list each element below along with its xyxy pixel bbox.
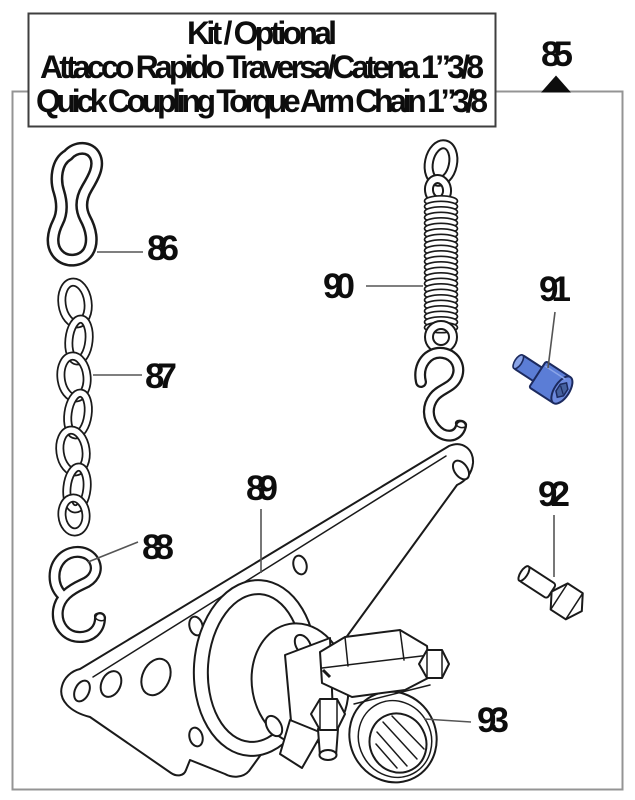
kit-marker-triangle-icon	[541, 75, 571, 93]
callout-87: 87	[145, 357, 177, 396]
part-91-socket-screw-highlighted	[512, 353, 574, 405]
callout-93: 93	[477, 701, 509, 740]
title-line-3: Quick Coupling Torque Arm Chain 1”3/8	[36, 83, 488, 119]
callout-86: 86	[147, 229, 179, 268]
title-box-frame	[27, 12, 497, 128]
part-87-chain	[55, 277, 94, 537]
leader-93	[423, 718, 472, 723]
callout-90: 90	[323, 267, 355, 306]
part-90-extension-spring	[414, 139, 468, 442]
callout-85: 85	[541, 35, 573, 74]
part-93-spline-coupling	[250, 622, 450, 784]
title-line-2: Attacco Rapido Traversa/Catena 1”3/8	[40, 49, 484, 85]
callout-92: 92	[538, 475, 570, 514]
callout-89: 89	[246, 469, 278, 508]
part-92-hex-bolt	[517, 565, 584, 621]
leader-88	[87, 541, 139, 563]
part-86-quick-link	[46, 141, 104, 267]
title-box: Kit / Optional Attacco Rapido Traversa/C…	[27, 12, 497, 128]
title-line-1: Kit / Optional	[187, 15, 337, 51]
callout-91: 91	[539, 270, 571, 309]
leader-91	[547, 311, 556, 369]
part-88-s-hook	[48, 546, 107, 643]
callout-88: 88	[142, 528, 174, 567]
